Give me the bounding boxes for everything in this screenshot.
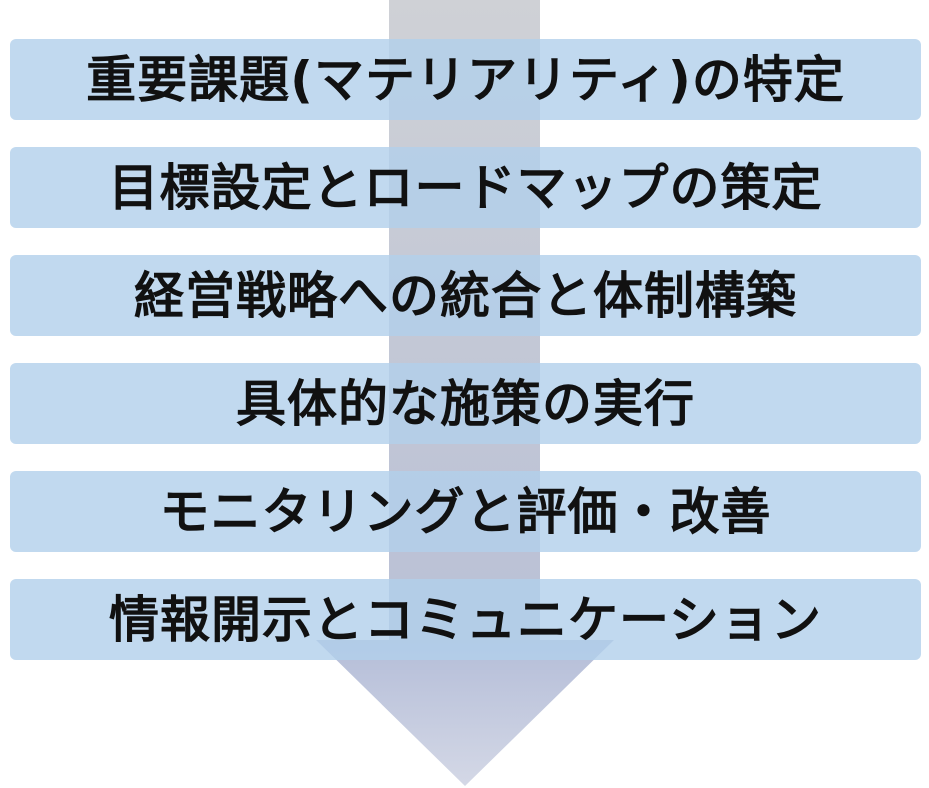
step-box-2: 目標設定とロードマップの策定 (10, 147, 921, 228)
step-label: 情報開示とコミュニケーション (109, 590, 822, 649)
step-box-3: 経営戦略への統合と体制構築 (10, 255, 921, 336)
step-label: 目標設定とロードマップの策定 (108, 158, 823, 217)
step-label: 具体的な施策の実行 (236, 374, 695, 433)
step-box-4: 具体的な施策の実行 (10, 363, 921, 444)
step-label: 経営戦略への統合と体制構築 (134, 266, 797, 325)
step-label: 重要課題(マテリアリティ)の特定 (86, 50, 845, 109)
step-box-5: モニタリングと評価・改善 (10, 471, 921, 552)
step-box-6: 情報開示とコミュニケーション (10, 579, 921, 660)
step-box-1: 重要課題(マテリアリティ)の特定 (10, 39, 921, 120)
arrow-head (316, 640, 614, 786)
step-label: モニタリングと評価・改善 (159, 482, 772, 541)
